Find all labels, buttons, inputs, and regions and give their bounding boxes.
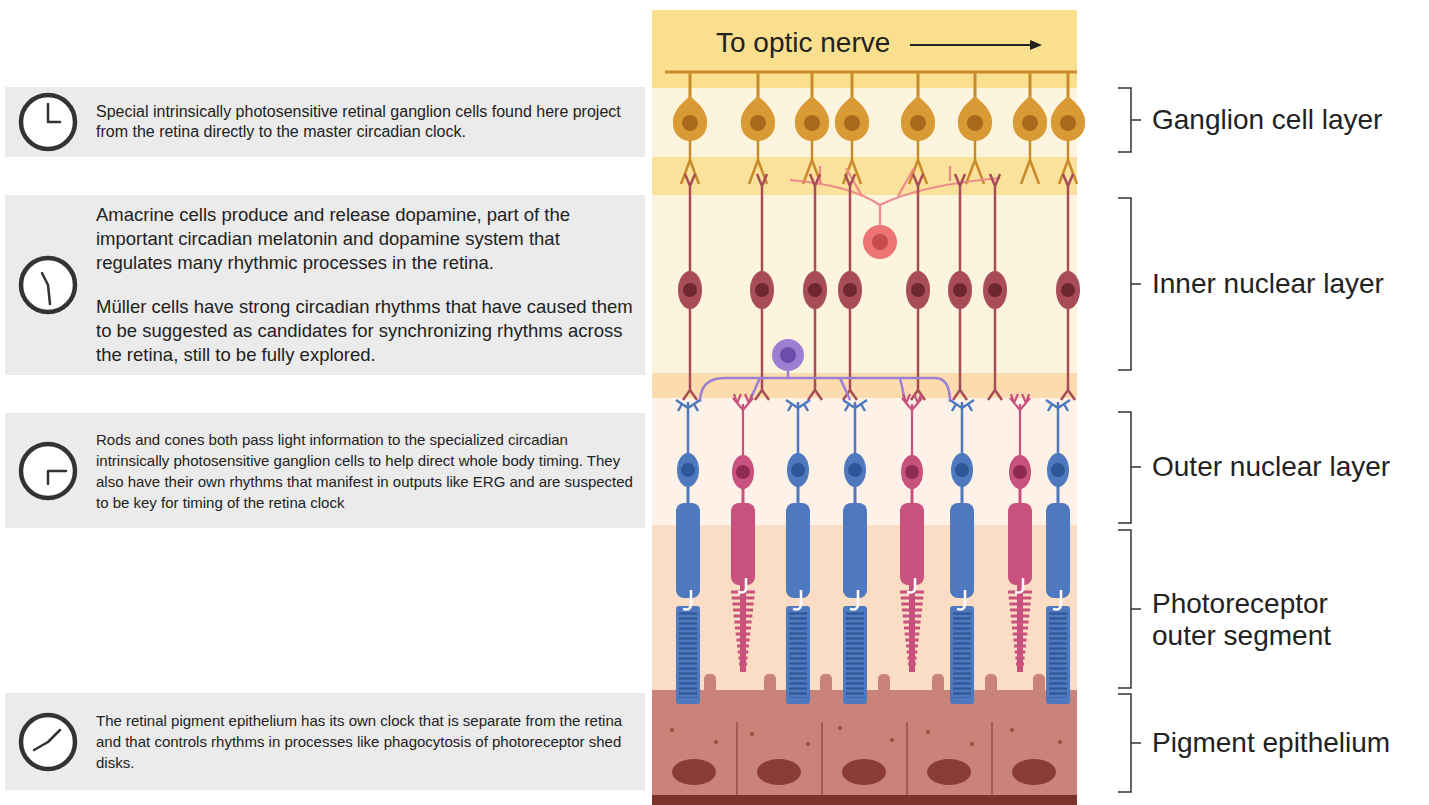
photoreceptors — [676, 394, 1070, 704]
callout-text: Amacrine cells produce and release dopam… — [96, 203, 639, 275]
rod-cell — [786, 400, 810, 704]
layer-label: Pigment epithelium — [1152, 727, 1424, 759]
bipolar-cell — [750, 174, 774, 400]
callout-text: Special intrinsically photosensitive ret… — [96, 102, 639, 142]
callout-box: Rods and cones both pass light informati… — [5, 413, 645, 528]
bipolar-cell — [678, 174, 702, 400]
bipolar-cell — [1056, 174, 1080, 400]
bipolar-cell — [948, 174, 972, 400]
direction-label: To optic nerve — [716, 27, 906, 59]
bipolar-cell — [983, 174, 1007, 400]
ganglion-cell — [795, 72, 829, 184]
ganglion-cell — [1051, 72, 1085, 184]
layer-label: Ganglion cell layer — [1152, 104, 1424, 136]
ganglion-cell — [1013, 72, 1047, 184]
clock-icon — [16, 710, 80, 774]
clock-icon — [16, 253, 80, 317]
axon-bundle — [665, 71, 1077, 74]
cone-cell — [1008, 394, 1032, 672]
rod-cell — [676, 400, 700, 704]
ganglion-cell — [741, 72, 775, 184]
callout-text: The retinal pigment epithelium has its o… — [96, 710, 639, 773]
rod-cell — [1046, 400, 1070, 704]
ganglion-cell — [835, 72, 869, 184]
ganglion-cell — [901, 72, 935, 184]
layer-label: Outer nuclear layer — [1152, 451, 1424, 483]
rod-cell — [843, 400, 867, 704]
cone-cell — [731, 394, 755, 672]
amacrine-cell — [790, 166, 1000, 259]
layer-brackets — [1118, 88, 1141, 792]
callout-box: Amacrine cells produce and release dopam… — [5, 195, 645, 375]
bipolar-cell — [838, 174, 862, 400]
callout-box: The retinal pigment epithelium has its o… — [5, 693, 645, 790]
optic-nerve-arrow — [910, 40, 1042, 50]
rod-cell — [950, 400, 974, 704]
callout-box: Special intrinsically photosensitive ret… — [5, 87, 645, 157]
clock-icon — [16, 439, 80, 503]
bipolar-cells — [678, 174, 1080, 400]
ganglion-cell — [673, 72, 707, 184]
layer-label: Inner nuclear layer — [1152, 268, 1424, 300]
callout-text: Rods and cones both pass light informati… — [96, 429, 639, 513]
layer-label: Photoreceptor outer segment — [1152, 588, 1382, 652]
bipolar-cell — [906, 174, 930, 400]
callout-text: Müller cells have strong circadian rhyth… — [96, 295, 639, 367]
horizontal-cell — [700, 339, 950, 402]
bipolar-cell — [803, 174, 827, 400]
clock-icon — [16, 90, 80, 154]
ganglion-cell — [958, 72, 992, 184]
ganglion-cells — [673, 72, 1085, 184]
cone-cell — [900, 394, 924, 672]
